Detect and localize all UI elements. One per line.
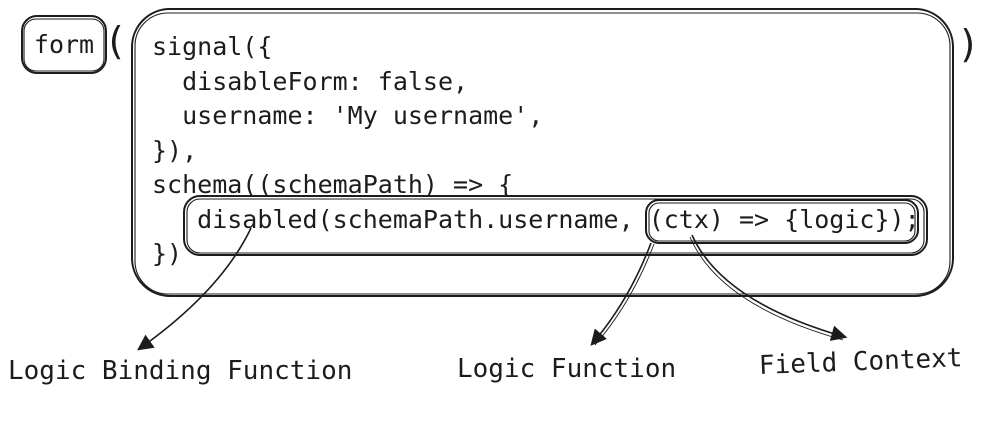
logic-function-box <box>645 199 919 244</box>
arrow-to-field-context <box>691 234 848 341</box>
arrow-to-logic-function <box>590 242 652 346</box>
code-block: signal({ disableForm: false, username: '… <box>152 32 920 268</box>
form-open-paren: ( <box>104 19 127 63</box>
code-container-box <box>131 8 954 297</box>
form-keyword-box <box>21 15 107 74</box>
annotation-logic-binding-function: Logic Binding Function <box>8 356 353 386</box>
arrow-to-logic-function-overdraw <box>594 243 655 346</box>
form-keyword-label: form <box>33 30 95 59</box>
annotation-logic-function: Logic Function <box>457 354 677 384</box>
logic-binding-function-box <box>183 195 928 256</box>
arrow-to-logic-binding-function <box>137 227 252 351</box>
form-close-paren: ) <box>957 22 980 66</box>
arrow-to-field-context-overdraw <box>689 236 844 341</box>
